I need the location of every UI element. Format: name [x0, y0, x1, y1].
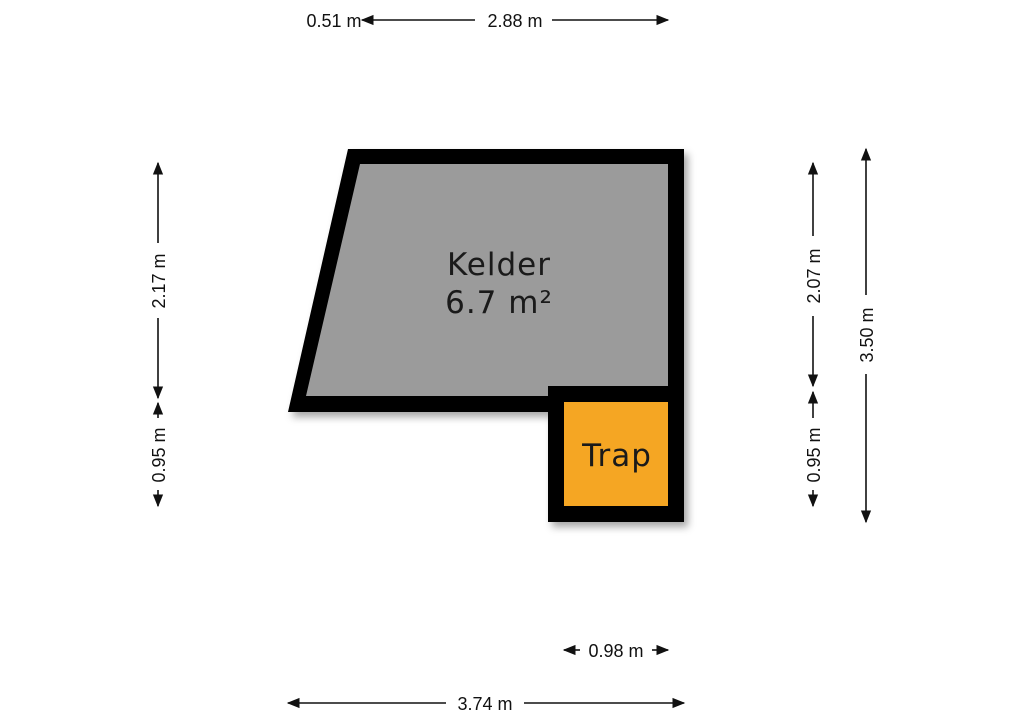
room-trap: [564, 402, 668, 506]
room-kelder-area: 6.7 m²: [445, 285, 553, 321]
dimension-right-upper-label: 2.07 m: [804, 248, 824, 303]
room-trap-name: Trap: [581, 438, 652, 474]
dimension-left-upper-label: 2.17 m: [149, 253, 169, 308]
dimension-right-lower-label: 0.95 m: [804, 427, 824, 482]
dimension-top-left-label: 0.51 m: [306, 11, 361, 31]
dimension-left-lower-label: 0.95 m: [149, 427, 169, 482]
dimension-bottom-total-label: 3.74 m: [457, 694, 512, 714]
dimension-right-total-label: 3.50 m: [857, 307, 877, 362]
dimension-top: 0.51 m 2.88 m: [306, 11, 670, 31]
dimension-bottom: 0.98 m 3.74 m: [286, 641, 686, 714]
room-kelder-name: Kelder: [447, 247, 551, 283]
dimension-top-main-label: 2.88 m: [487, 11, 542, 31]
dimension-left: 2.17 m 0.95 m: [149, 161, 169, 508]
dimension-right: 2.07 m 0.95 m 3.50 m: [804, 147, 877, 524]
room-kelder: [306, 164, 668, 396]
dimension-bottom-small-label: 0.98 m: [588, 641, 643, 661]
